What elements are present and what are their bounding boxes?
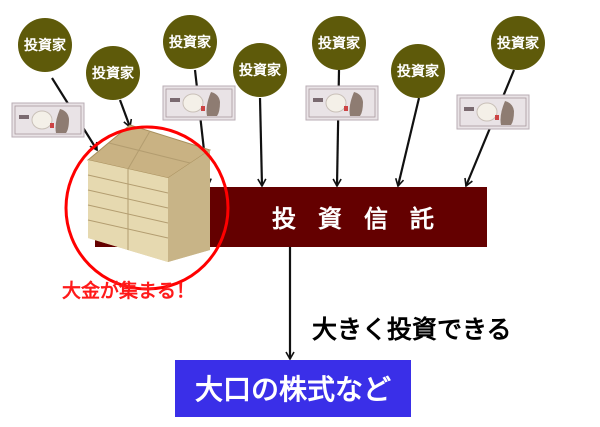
svg-text:投資家: 投資家 xyxy=(169,34,212,51)
banknote-icon xyxy=(305,85,379,121)
banknote-icon xyxy=(11,102,85,138)
svg-text:投資家: 投資家 xyxy=(239,62,282,79)
banknote-icon xyxy=(162,85,236,121)
banknote-icon xyxy=(456,94,530,130)
arrow-4 xyxy=(257,97,267,188)
svg-text:投資家: 投資家 xyxy=(318,35,361,52)
money-stack-icon xyxy=(86,124,212,262)
target-box xyxy=(175,360,411,417)
investor-3: 投資家 xyxy=(163,15,217,69)
investor-6: 投資家 xyxy=(391,44,445,98)
investor-7: 投資家 xyxy=(491,16,545,70)
fund-label: 投資信託 xyxy=(272,204,456,233)
arrow-2 xyxy=(118,99,133,129)
collect-label: 大金が集まる！ xyxy=(62,279,195,302)
investor-2: 投資家 xyxy=(86,46,140,100)
invest-big-label: 大きく投資できる xyxy=(312,315,512,344)
svg-text:投資家: 投資家 xyxy=(92,65,135,82)
investor-4: 投資家 xyxy=(233,43,287,97)
highlight-circle xyxy=(64,125,230,291)
target-label: 大口の株式など xyxy=(195,373,391,406)
svg-text:投資家: 投資家 xyxy=(24,37,67,54)
svg-text:投資家: 投資家 xyxy=(497,35,540,52)
svg-text:投資家: 投資家 xyxy=(397,63,440,80)
arrow-6 xyxy=(394,97,421,188)
investor-1: 投資家 xyxy=(18,18,72,72)
investor-5: 投資家 xyxy=(312,16,366,70)
